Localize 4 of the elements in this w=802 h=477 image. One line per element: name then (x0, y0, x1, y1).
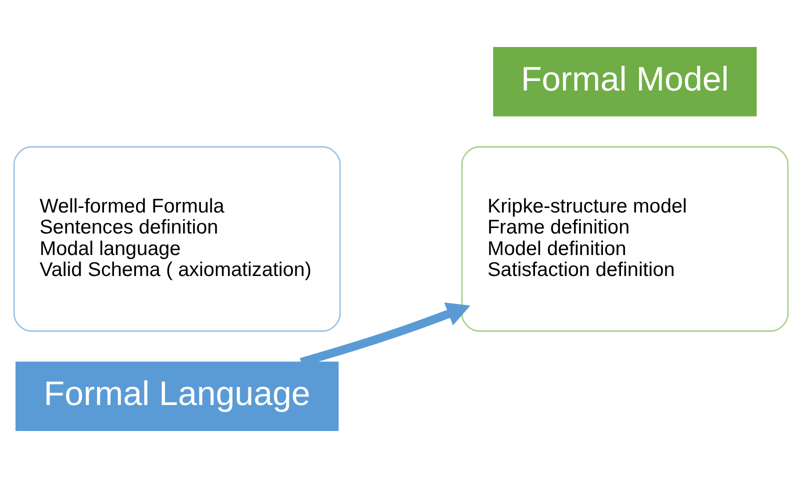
node-box: Kripke-structure model Frame definition Model definition Satisfaction definition (461, 146, 789, 332)
node-box: Formal Model (493, 46, 757, 116)
node-box: Well-formed Formula Sentences definition Modal language Valid Schema ( axiomatization) (13, 146, 341, 332)
node-box: Formal Language (16, 361, 339, 431)
